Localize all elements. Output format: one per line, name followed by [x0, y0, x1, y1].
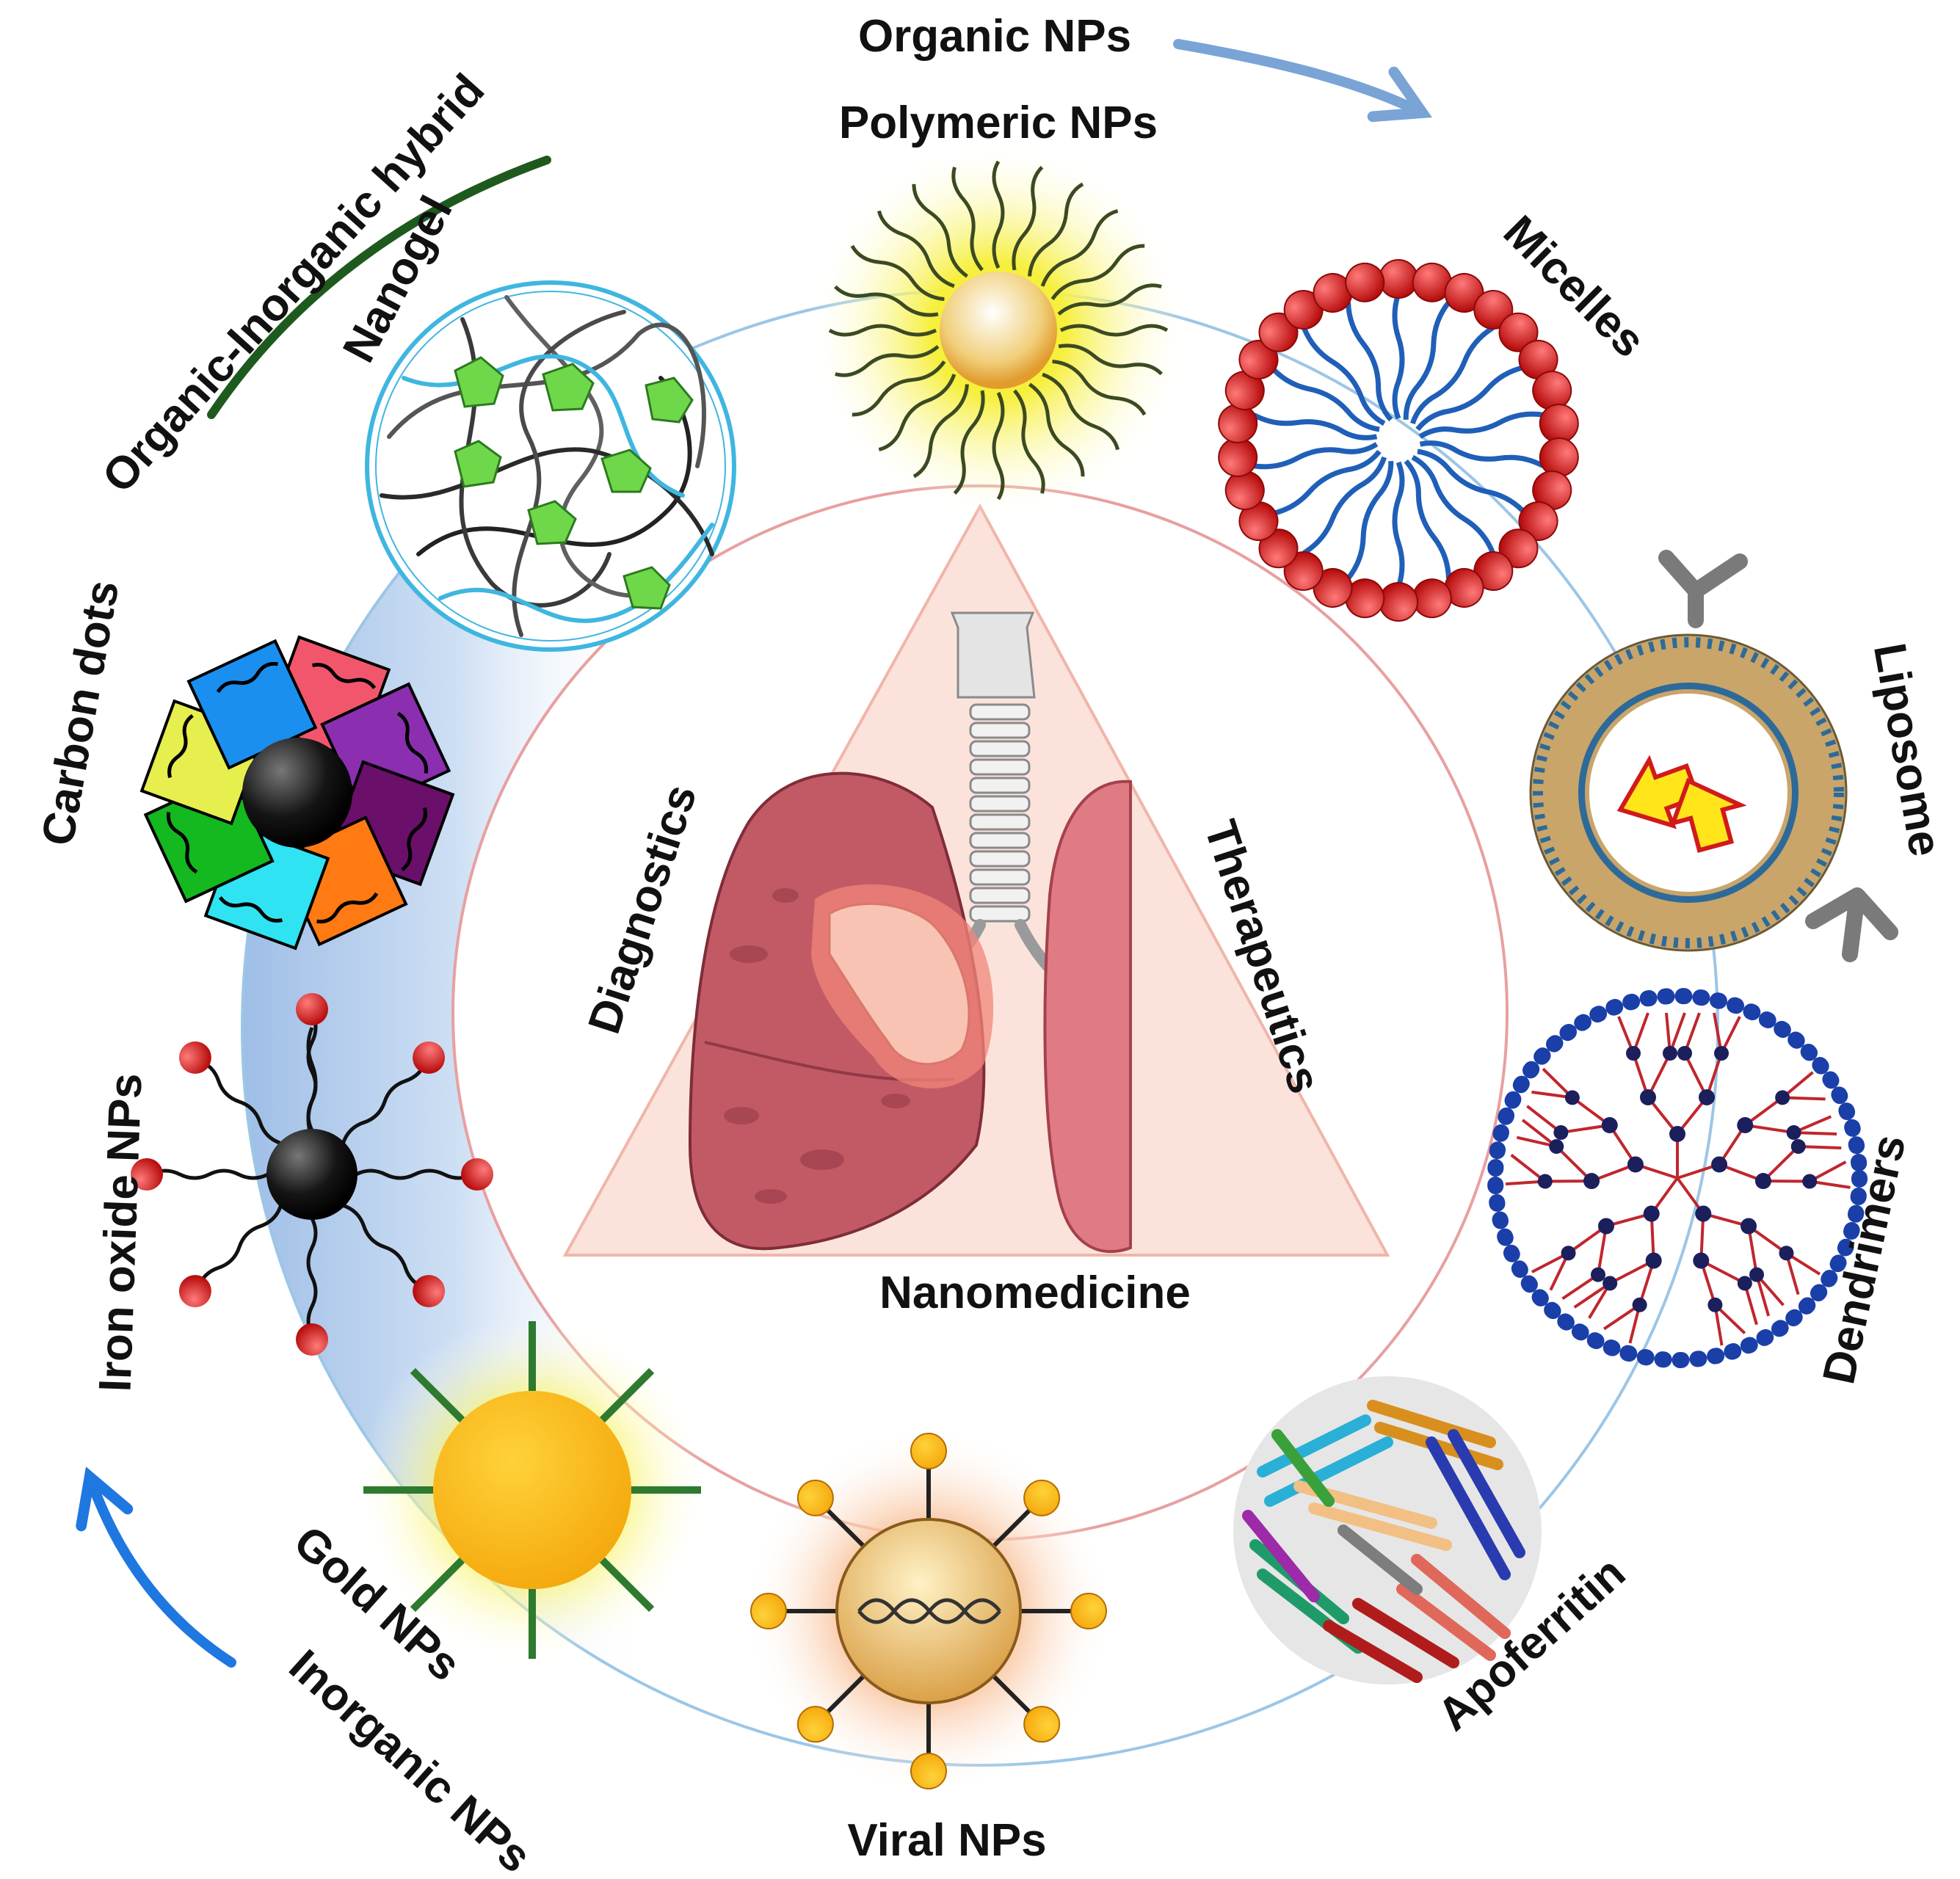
apoferritin-icon: [1233, 1376, 1542, 1684]
lungs-icon: [688, 611, 1132, 1254]
polymeric-np-label: Polymeric NPs: [839, 98, 1158, 148]
inorganic-np-label: Inorganic NPs: [280, 1640, 541, 1879]
viral-np-label: Viral NPs: [847, 1815, 1046, 1866]
carbon-dots-label: Carbon dots: [32, 577, 128, 850]
organic-arrow: [1173, 39, 1432, 123]
viral-np-icon: [745, 1428, 1112, 1795]
liposome-label: Liposome: [1864, 639, 1951, 859]
liposome-icon: [1529, 550, 1898, 962]
nanogel-icon: [365, 280, 736, 652]
gold-np-icon: [356, 1314, 708, 1666]
dna-icon: [857, 1598, 1001, 1624]
hybrid-arc: [207, 156, 551, 419]
micelle-icon: [1218, 259, 1579, 622]
dendrimer-icon: [1487, 988, 1868, 1368]
polymeric-np-icon: [807, 139, 1189, 521]
carbon-dot-icon: [139, 635, 455, 951]
organic-np-label: Organic NPs: [858, 11, 1131, 62]
dendrimers-label: Dendrimers: [1813, 1130, 1915, 1388]
iron-oxide-np-label: Iron oxide NPs: [90, 1072, 151, 1392]
inorganic-arrow: [76, 1467, 236, 1668]
iron-oxide-np-icon: [131, 993, 493, 1356]
center-title: Nanomedicine: [879, 1268, 1191, 1318]
antibody-icon: [1658, 550, 1898, 962]
